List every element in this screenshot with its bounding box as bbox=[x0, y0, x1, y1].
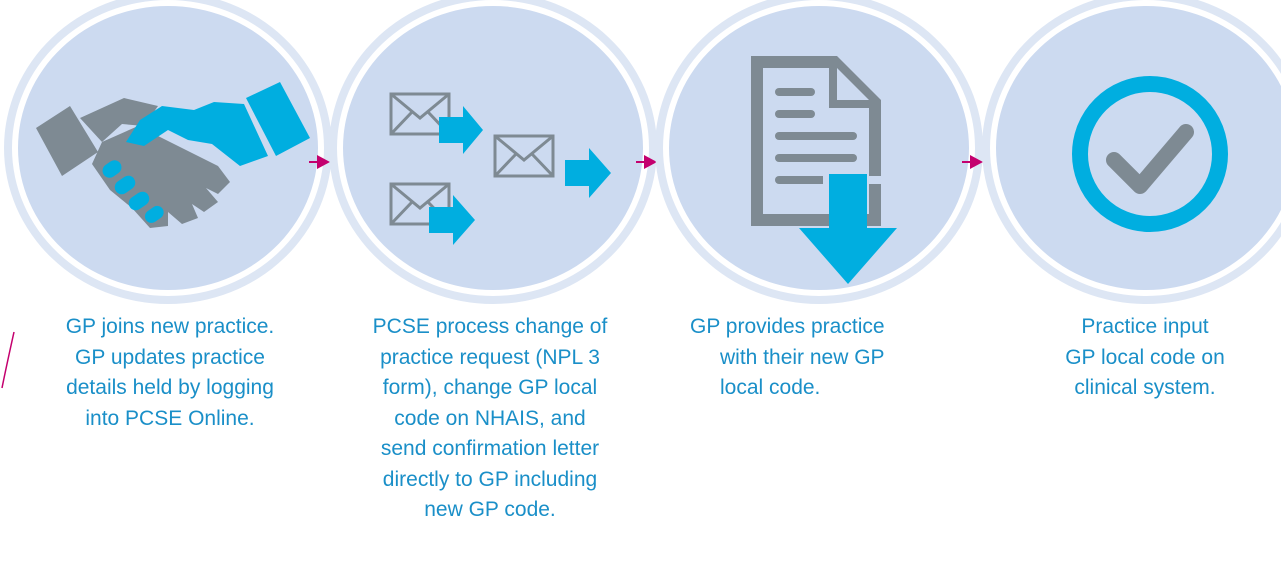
step-3-circle bbox=[663, 0, 975, 296]
connector-arrow-1 bbox=[309, 155, 330, 169]
handshake-icon bbox=[36, 82, 310, 228]
document-download-icon bbox=[751, 56, 913, 284]
step-1-circle bbox=[12, 0, 324, 296]
connector-arrow-3 bbox=[962, 155, 983, 169]
checkmark-circle-icon bbox=[1072, 76, 1228, 232]
step-1-caption: GP joins new practice. GP updates practi… bbox=[65, 315, 275, 430]
step-2-caption: PCSE process change of practice request … bbox=[372, 315, 608, 521]
step-4-circle bbox=[990, 0, 1281, 296]
decorative-curve bbox=[1, 331, 15, 389]
step-4-caption: Practice input GP local code on clinical… bbox=[1065, 315, 1225, 399]
envelopes-icon bbox=[389, 92, 611, 245]
connector-arrow-2 bbox=[636, 155, 657, 169]
step-3-caption: GP provides practice with their new GP l… bbox=[690, 315, 885, 399]
step-2-circle bbox=[337, 0, 649, 296]
